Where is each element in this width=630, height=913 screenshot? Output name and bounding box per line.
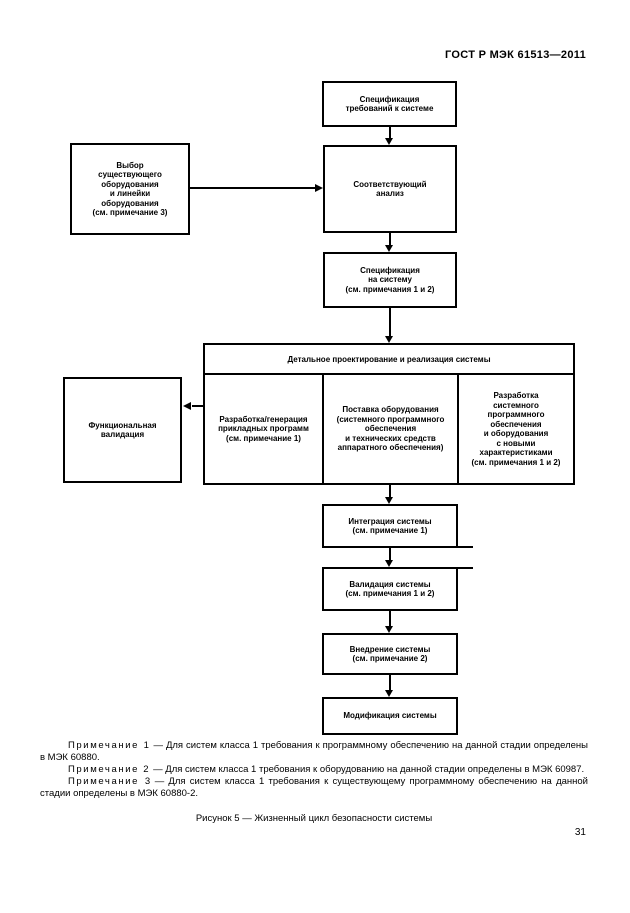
arrow-design-to-integration: [389, 485, 391, 498]
note-2-label: Примечание 2: [68, 764, 151, 775]
integration-side-line: [456, 546, 473, 548]
cell-equipment-supply: Поставка оборудования (системного програ…: [324, 375, 459, 483]
flow-box-select-existing-equipment: Выбор существующего оборудования и линей…: [70, 143, 190, 235]
arrowhead-down-icon: [385, 560, 393, 567]
detailed-design-cells: Разработка/генерация прикладных программ…: [205, 375, 573, 483]
note-3-text: — Для систем класса 1 требования к сущес…: [40, 776, 588, 799]
arrow-spec-to-analysis: [389, 127, 391, 139]
page-number: 31: [574, 827, 586, 838]
note-3: Примечание 3— Для систем класса 1 требов…: [40, 776, 588, 800]
standard-number-header: ГОСТ Р МЭК 61513—2011: [445, 49, 586, 61]
arrowhead-right-icon: [315, 184, 323, 192]
arrow-integration-to-validation: [389, 548, 391, 561]
arrowhead-down-icon: [385, 336, 393, 343]
arrow-validation-to-deployment: [389, 611, 391, 627]
cell-new-characteristics-development: Разработка системного программного обесп…: [471, 391, 561, 467]
arrowhead-down-icon: [385, 626, 393, 633]
arrowhead-left-icon: [183, 402, 191, 410]
flow-box-system-specification: Спецификация на систему (см. примечания …: [323, 252, 457, 308]
note-2-text: — Для систем класса 1 требования к обору…: [153, 764, 585, 775]
note-1-text: — Для систем класса 1 требования к прогр…: [40, 740, 588, 763]
notes-block: Примечание 1— Для систем класса 1 требов…: [40, 740, 588, 800]
figure-caption: Рисунок 5 — Жизненный цикл безопасности …: [195, 813, 433, 824]
arrow-design-to-functional-validation: [192, 405, 203, 407]
flow-box-spec-requirements: Спецификация требований к системе: [322, 81, 457, 127]
arrowhead-down-icon: [385, 497, 393, 504]
flow-box-system-validation: Валидация системы (см. примечания 1 и 2): [322, 567, 458, 611]
note-1: Примечание 1— Для систем класса 1 требов…: [40, 740, 588, 764]
flow-box-system-integration: Интеграция системы (см. примечание 1): [322, 504, 458, 548]
note-3-label: Примечание 3: [68, 776, 152, 787]
arrowhead-down-icon: [385, 690, 393, 697]
flow-box-corresponding-analysis: Соответствующий анализ: [323, 145, 457, 233]
flow-box-system-deployment: Внедрение системы (см. примечание 2): [322, 633, 458, 675]
note-2: Примечание 2— Для систем класса 1 требов…: [40, 764, 588, 776]
arrow-spec-to-design: [389, 308, 391, 337]
detailed-design-title: Детальное проектирование и реализация си…: [205, 345, 573, 375]
arrow-select-to-analysis: [190, 187, 316, 189]
flow-box-system-modification: Модификация системы: [322, 697, 458, 735]
arrowhead-down-icon: [385, 245, 393, 252]
validation-side-line: [456, 567, 473, 569]
flow-box-detailed-design: Детальное проектирование и реализация си…: [203, 343, 575, 485]
note-1-label: Примечание 1: [68, 740, 151, 751]
arrowhead-down-icon: [385, 138, 393, 145]
flow-box-functional-validation: Функциональная валидация: [63, 377, 182, 483]
arrow-analysis-to-spec: [389, 233, 391, 246]
cell-application-development: Разработка/генерация прикладных программ…: [205, 375, 324, 483]
arrow-deployment-to-modification: [389, 675, 391, 691]
